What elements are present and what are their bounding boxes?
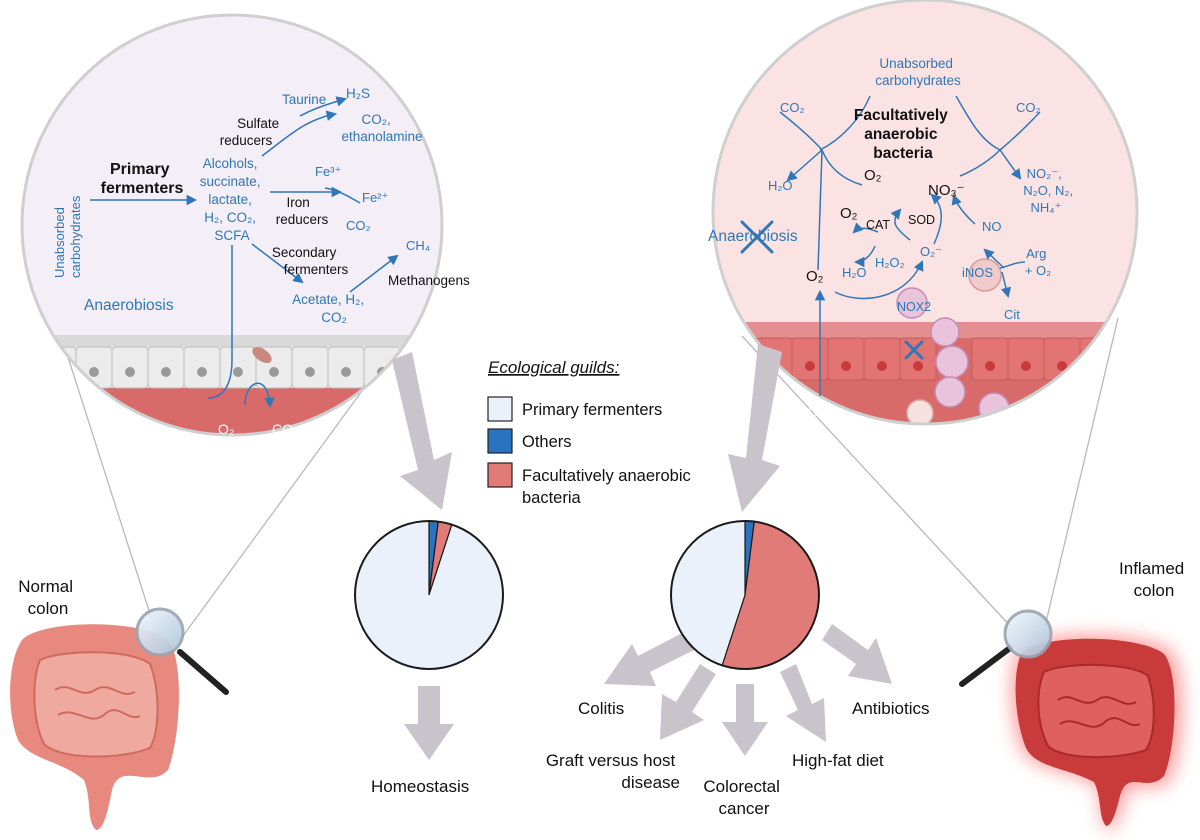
methanogens-label: Methanogens — [388, 273, 470, 288]
homeostasis-label: Homeostasis — [371, 777, 469, 796]
nitrogen-products-label: NO₂⁻, N₂O, N₂, NH₄⁺ — [1023, 166, 1076, 215]
colitis-label: Colitis — [578, 699, 624, 718]
normal-pathway-labels: Unabsorbed carbohydrates Primary ferment… — [52, 86, 470, 437]
co2-normal-label: CO₂ — [272, 421, 298, 437]
fe2-label: Fe²⁺ — [362, 190, 388, 205]
inos-label: iNOS — [962, 265, 993, 280]
o2-mid-label: O₂ — [840, 205, 858, 222]
superoxide-label: O₂⁻ — [920, 244, 942, 259]
o2-top-label: O₂ — [864, 167, 882, 184]
colorectal-cancer-label: Colorectal cancer — [703, 777, 784, 818]
inflamed-colon-zoom-circle — [711, 0, 1139, 426]
secondary-fermenters-label: Secondary fermenters — [272, 245, 349, 277]
cat-label: CAT — [866, 218, 890, 232]
pie-outline — [354, 520, 504, 670]
h2o2-label: H₂O₂ — [875, 255, 905, 270]
dysbiotic-microbiota-pie — [670, 520, 820, 670]
outcome-labels: Homeostasis Colitis Graft versus host di… — [371, 699, 929, 818]
inflamed-pathway-arrows — [779, 95, 1041, 396]
primary-fermenters-label: Primary fermenters — [101, 161, 184, 197]
arrow-to-dysbiotic-pie — [728, 344, 782, 512]
co2-left-label: CO₂ — [780, 100, 805, 115]
legend-swatch-primary — [487, 396, 513, 422]
no3-label: NO₃⁻ — [928, 182, 965, 199]
flow-arrows — [392, 344, 892, 760]
taurine-label: Taurine — [282, 92, 326, 107]
legend-swatch-others — [487, 428, 513, 454]
normal-colon-zoom-circle — [20, 13, 444, 437]
fe3-label: Fe³⁺ — [315, 164, 341, 179]
blocked-x-marks — [740, 220, 924, 360]
pie-outline — [670, 520, 820, 670]
normal-pathway-arrows — [90, 96, 399, 409]
inflamed-pathway-labels: Unabsorbed carbohydrates Facultatively a… — [708, 56, 1076, 419]
arrow-to-high-fat — [780, 664, 826, 742]
high-fat-diet-label: High-fat diet — [792, 751, 884, 770]
healthy-microbiota-pie — [354, 520, 504, 670]
ch4-label: CH₄ — [406, 238, 430, 253]
antibiotics-label: Antibiotics — [852, 699, 929, 718]
ecological-guilds-legend: Ecological guilds: Primary fermenters Ot… — [487, 358, 695, 507]
h2s-label: H₂S — [346, 86, 370, 101]
co2-right-label: CO₂ — [1016, 100, 1041, 115]
inflamed-colon-illustration — [1011, 635, 1183, 830]
h2o-left-label: H₂O — [768, 178, 793, 193]
mitochondrion-icon — [252, 347, 272, 363]
legend-label-primary: Primary fermenters — [522, 401, 662, 419]
legend-swatch-facultative — [487, 462, 513, 488]
o2-normal-label: O₂ — [218, 421, 234, 437]
magnifier-icon-left — [135, 607, 229, 695]
gvhd-label: Graft versus host disease — [546, 751, 680, 792]
acetate-label: Acetate, H₂, CO₂ — [292, 292, 368, 325]
normal-colon-illustration — [10, 624, 179, 830]
no-label: NO — [982, 219, 1002, 234]
sod-label: SOD — [908, 213, 935, 227]
legend-title: Ecological guilds: — [488, 358, 620, 377]
arrow-to-gvhd — [660, 664, 716, 740]
nox2-label: NOX2 — [897, 300, 931, 314]
magnifier-icon-right — [959, 609, 1053, 687]
cit-label: Cit — [1004, 307, 1020, 322]
arrow-to-homeostasis — [404, 686, 454, 760]
o2-bottom-label: O₂ — [808, 403, 824, 419]
co2-iron-label: CO₂ — [346, 218, 371, 233]
arrow-to-colitis — [604, 630, 698, 686]
anaerobiosis-normal-label: Anaerobiosis — [84, 297, 174, 314]
fermentation-products-label: Alcohols, succinate, lactate, H₂, CO₂, S… — [200, 156, 265, 243]
o2-low-label: O₂ — [806, 268, 824, 285]
unabsorbed-carbohydrates-label: Unabsorbed carbohydrates — [52, 195, 83, 278]
inflamed-colon-label: Inflamed colon — [1119, 559, 1189, 600]
iron-reducers-label: Iron reducers — [276, 195, 329, 227]
facultatively-anaerobic-label: Facultatively anaerobic bacteria — [854, 107, 952, 162]
legend-label-facultative: Facultatively anaerobic bacteria — [522, 467, 695, 507]
arg-o2-label: Arg + O₂ — [1025, 246, 1051, 278]
co2-ethanolamine-label: CO₂, ethanolamine — [341, 112, 422, 144]
sulfate-reducers-label: Sulfate reducers — [220, 116, 283, 148]
normal-colon-label: Normal colon — [18, 577, 78, 618]
arrow-to-colorectal — [722, 684, 768, 756]
arrow-to-healthy-pie — [392, 352, 452, 510]
arrow-to-antibiotics — [822, 624, 892, 684]
unabsorbed-carbohydrates-inflamed-label: Unabsorbed carbohydrates — [875, 56, 961, 88]
anaerobiosis-inflamed-label: Anaerobiosis — [708, 228, 798, 245]
h2o-label: H₂O — [842, 265, 867, 280]
legend-label-others: Others — [522, 433, 572, 451]
